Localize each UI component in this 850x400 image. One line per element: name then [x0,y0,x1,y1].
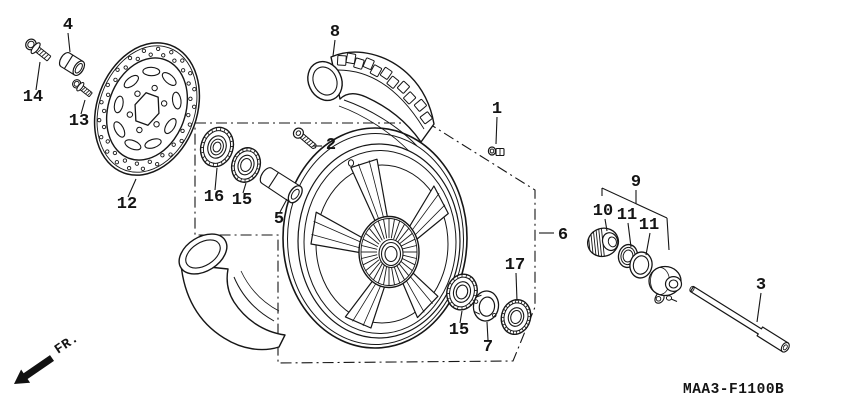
tire-section-top [307,51,435,152]
bearing-15-left [230,147,262,183]
screw-2 [292,127,317,150]
leader-lines [35,32,762,341]
part-label-3: 3 [756,276,766,295]
speedometer-gear-10 [584,227,620,261]
part-label-4: 4 [63,16,73,35]
tire-section-bottom [178,233,286,351]
part-label-5: 5 [274,210,284,229]
part-label-11a: 11 [617,206,637,225]
part-label-2: 2 [326,136,336,155]
wheel-spokes [310,158,449,329]
part-label-14: 14 [23,88,43,107]
part-label-8: 8 [330,23,340,42]
front-arrow-icon [14,355,54,384]
part-label-1: 1 [492,100,502,119]
front-wheel [282,127,468,349]
bearing-16 [199,126,235,168]
part-label-7: 7 [483,338,493,357]
part-label-10: 10 [593,202,613,221]
front-direction-indicator: FR. [14,331,82,384]
bolt-14 [25,38,52,62]
collar-5 [259,167,303,204]
retainer-7 [472,290,500,322]
part-label-15-left: 15 [232,191,252,210]
collar-4 [58,51,86,77]
speedometer-gearbox [648,265,683,304]
bearing-15-right [446,273,478,311]
part-labels: 4 14 13 12 16 15 5 2 8 1 6 9 10 11 11 17… [23,16,766,357]
diagram-code: MAA3-F1100B [683,382,784,398]
bolt-13 [72,79,93,98]
part-label-11b: 11 [639,216,659,235]
axle-shaft-3 [689,285,790,353]
oil-seal-17 [500,298,532,336]
part-label-9: 9 [631,173,641,192]
washer-11b [629,251,653,279]
hub-cone [358,215,420,289]
brake-disc [93,42,201,176]
part-label-17: 17 [505,256,525,275]
part-label-12: 12 [117,195,137,214]
rim-valve-1 [487,146,505,157]
assembly-boundary-box [194,122,536,364]
front-label: FR. [52,331,82,358]
part-label-13: 13 [69,112,89,131]
tire-tread-pattern [336,52,433,125]
part-label-6: 6 [558,226,568,245]
part-label-15-right: 15 [449,321,469,340]
part-label-16: 16 [204,188,224,207]
